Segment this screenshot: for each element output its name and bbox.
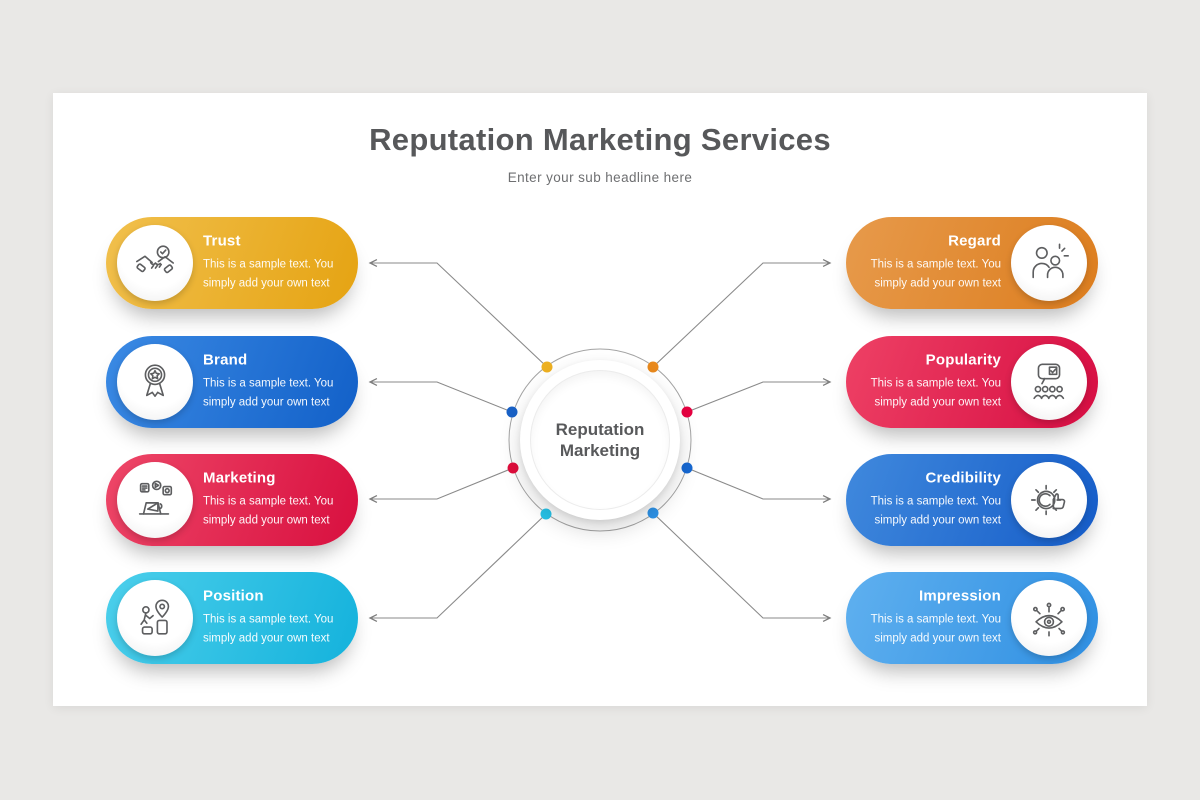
item-body: This is a sample text. You simply add yo… <box>203 258 334 290</box>
icon-circle <box>1011 344 1087 420</box>
item-title: Marketing <box>203 469 276 487</box>
node-dot-impression <box>647 507 659 519</box>
item-pill-brand: Brand This is a sample text. You simply … <box>106 336 358 428</box>
connector-impression <box>652 512 832 623</box>
gear-thumbs-up-icon <box>1030 484 1066 516</box>
hub-outline-circle <box>508 348 692 532</box>
item-body: This is a sample text. You simply add yo… <box>870 495 1001 527</box>
item-title: Brand <box>203 351 248 369</box>
connector-brand <box>368 377 513 413</box>
item-text: Impression This is a sample text. You si… <box>860 588 1001 649</box>
connector-position <box>368 513 547 623</box>
icon-circle <box>1011 462 1087 538</box>
icon-circle <box>117 580 193 656</box>
item-text: Marketing This is a sample text. You sim… <box>203 470 344 531</box>
icon-circle <box>117 462 193 538</box>
node-dot-marketing <box>507 462 519 474</box>
node-dot-credibility <box>681 462 693 474</box>
item-title: Impression <box>918 587 1001 605</box>
item-title: Position <box>203 587 264 605</box>
award-medal-icon <box>144 364 166 397</box>
item-pill-popularity: Popularity This is a sample text. You si… <box>846 336 1098 428</box>
item-body: This is a sample text. You simply add yo… <box>203 377 334 409</box>
page-title: Reputation Marketing Services <box>369 122 831 157</box>
node-dot-popularity <box>681 406 693 418</box>
item-pill-marketing: Marketing This is a sample text. You sim… <box>106 454 358 546</box>
icon-circle <box>1011 580 1087 656</box>
item-body: This is a sample text. You simply add yo… <box>870 377 1001 409</box>
node-dot-brand <box>506 406 518 418</box>
item-text: Popularity This is a sample text. You si… <box>860 352 1001 413</box>
item-body: This is a sample text. You simply add yo… <box>203 495 334 527</box>
node-dot-regard <box>647 361 659 373</box>
hub-circle: Reputation Marketing <box>520 360 680 520</box>
item-title: Trust <box>203 232 241 250</box>
connector-trust <box>368 258 548 368</box>
hub-label: Reputation Marketing <box>555 420 645 460</box>
social-media-marketing-icon <box>138 480 173 515</box>
career-position-icon <box>140 599 170 635</box>
slide-canvas: Reputation Marketing Services Enter your… <box>53 93 1147 706</box>
page-subtitle: Enter your sub headline here <box>507 170 693 185</box>
slide-header: Reputation Marketing Services Enter your… <box>53 122 1147 185</box>
item-text: Position This is a sample text. You simp… <box>203 588 344 649</box>
handshake-icon <box>135 245 175 274</box>
item-title: Popularity <box>925 351 1001 369</box>
item-pill-position: Position This is a sample text. You simp… <box>106 572 358 664</box>
people-regard-icon <box>1032 243 1069 279</box>
connector-credibility <box>686 467 832 504</box>
audience-approval-icon <box>1033 363 1065 400</box>
icon-circle <box>117 225 193 301</box>
connector-regard <box>652 258 832 368</box>
item-text: Brand This is a sample text. You simply … <box>203 352 344 413</box>
eye-impression-icon <box>1032 602 1066 637</box>
node-dot-position <box>540 508 552 520</box>
connector-layer <box>368 258 832 623</box>
item-title: Credibility <box>925 469 1001 487</box>
item-text: Trust This is a sample text. You simply … <box>203 233 344 294</box>
item-pill-impression: Impression This is a sample text. You si… <box>846 572 1098 664</box>
icon-circle <box>117 344 193 420</box>
item-pill-trust: Trust This is a sample text. You simply … <box>106 217 358 309</box>
item-pill-credibility: Credibility This is a sample text. You s… <box>846 454 1098 546</box>
item-text: Regard This is a sample text. You simply… <box>860 233 1001 294</box>
node-dot-trust <box>541 361 553 373</box>
connector-marketing <box>368 467 514 504</box>
item-title: Regard <box>948 232 1001 250</box>
item-pill-regard: Regard This is a sample text. You simply… <box>846 217 1098 309</box>
item-text: Credibility This is a sample text. You s… <box>860 470 1001 531</box>
connector-popularity <box>686 377 832 413</box>
hub-circle-inner: Reputation Marketing <box>530 370 670 510</box>
icon-circle <box>1011 225 1087 301</box>
item-body: This is a sample text. You simply add yo… <box>203 613 334 645</box>
item-body: This is a sample text. You simply add yo… <box>870 613 1001 645</box>
item-body: This is a sample text. You simply add yo… <box>870 258 1001 290</box>
